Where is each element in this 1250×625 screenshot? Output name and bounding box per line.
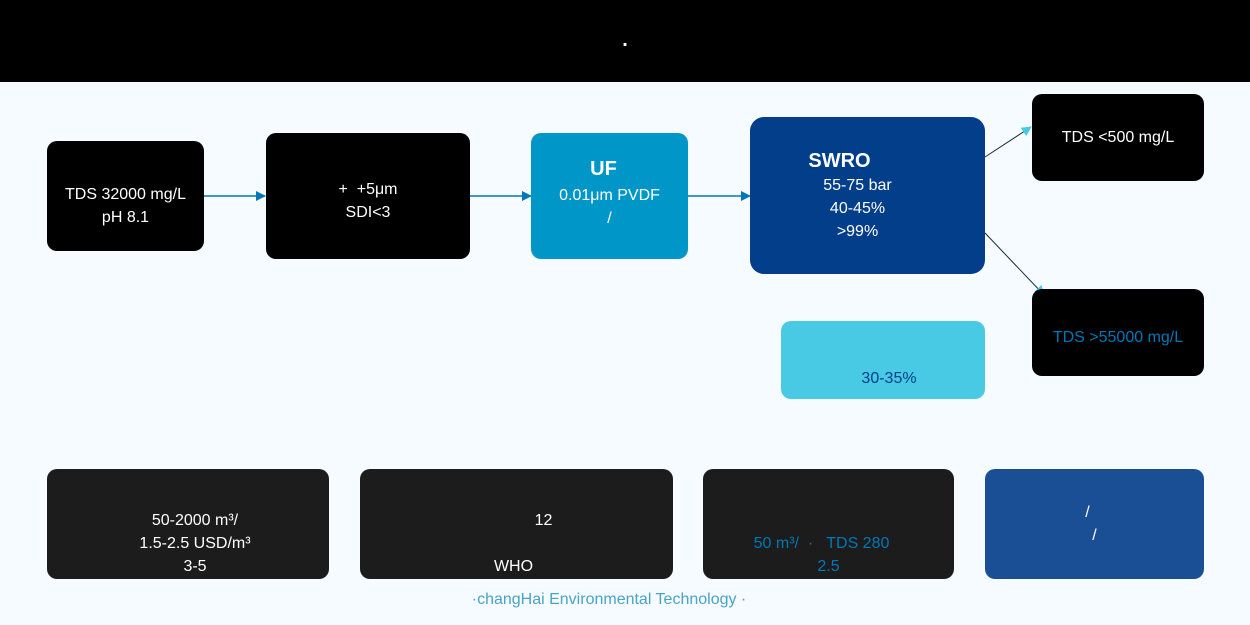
capacity-line-1: 50-2000 m³/ [151,512,239,529]
contact-line-1: / [1085,504,1090,521]
swro-title: SWRO [808,150,871,172]
contact-line-2: / [1092,527,1097,544]
uf-membrane: 0.01μm PVDF [559,187,660,204]
product-water-box: TDS <500 mg/L [1032,94,1204,181]
contact-card: / / [985,469,1204,579]
arrow-swro-to-product [984,126,1032,158]
capacity-line-2: 1.5-2.5 USD/m³ [139,535,251,552]
seawater-intake-box: TDS 32000 mg/L pH 8.1 [47,141,204,251]
concentrate-box: 30-35% [781,321,985,399]
swro-pressure: 55-75 bar [823,177,892,194]
case-line-1: 50 m³/ · TDS 280 [753,535,890,552]
pretreatment-sdi: SDI<3 [345,204,391,221]
concentrate-ratio: 30-35% [861,370,917,387]
swro-box: SWRO 55-75 bar 40-45% >99% [750,117,985,274]
swro-recovery: 40-45% [829,200,886,217]
header-bar: . [0,0,1250,82]
product-tds: TDS <500 mg/L [1061,129,1175,146]
pretreatment-filters: + +5μm [338,181,398,198]
footer-credit: ·changHai Environmental Technology · [471,591,747,608]
seawater-tds: TDS 32000 mg/L [65,186,186,203]
uf-title: UF [590,158,617,180]
quality-card: 12 WHO [360,469,673,579]
seawater-ph: pH 8.1 [101,209,150,226]
quality-line-3: WHO [493,558,534,575]
case-card: 50 m³/ · TDS 280 2.5 [703,469,954,579]
capacity-line-3: 3-5 [183,558,207,575]
case-line-2: 2.5 [817,558,840,575]
pretreatment-box: + +5μm SDI<3 [266,133,470,259]
brine-tds: TDS >55000 mg/L [1052,329,1184,346]
page-title: . [622,29,628,51]
uf-type: / [607,210,612,227]
brine-box: TDS >55000 mg/L [1032,289,1204,376]
arrow-swro-to-brine [984,232,1045,296]
capacity-card: 50-2000 m³/ 1.5-2.5 USD/m³ 3-5 [47,469,329,579]
uf-box: UF 0.01μm PVDF / [531,133,688,259]
quality-line-1: 12 [534,512,553,529]
swro-rejection: >99% [836,223,879,240]
